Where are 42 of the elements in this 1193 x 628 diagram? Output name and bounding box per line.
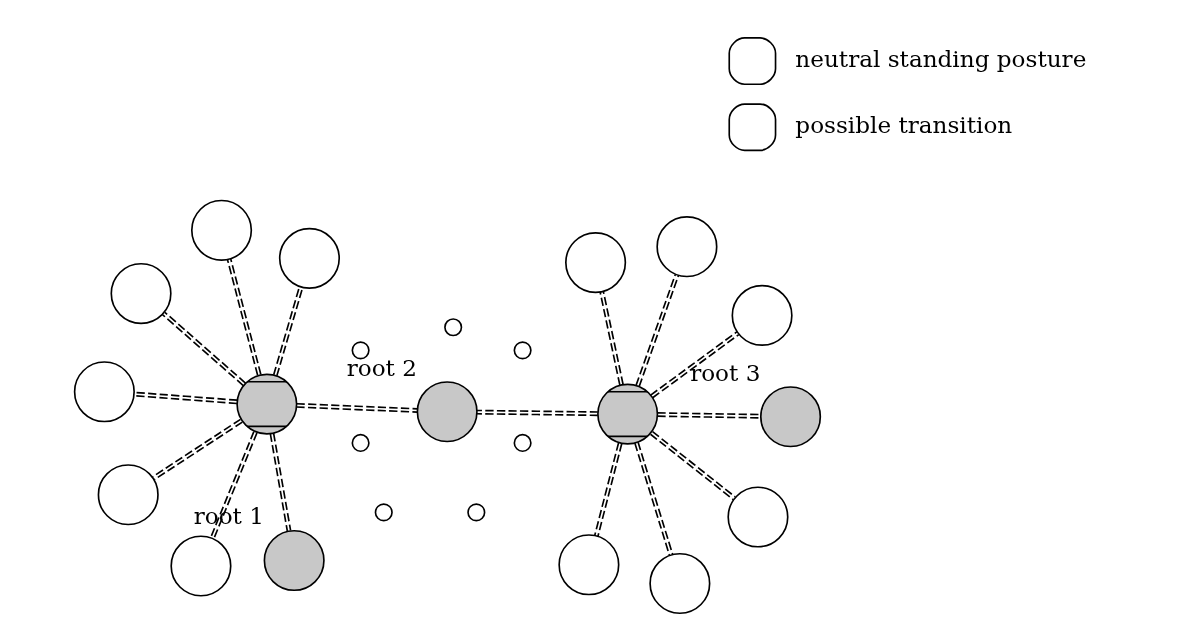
node-circle (97, 464, 159, 526)
connector (269, 432, 291, 532)
node-label: root 2 (346, 354, 417, 381)
node-circle (731, 284, 793, 346)
node-dots (513, 341, 532, 360)
node-circle (416, 381, 478, 443)
node-dots (466, 503, 485, 522)
node-dots (374, 503, 393, 522)
node-circle (564, 232, 626, 294)
node-circle (655, 216, 717, 278)
node-circle (759, 386, 821, 448)
connector (475, 409, 599, 417)
node-circle (73, 361, 135, 423)
node-dots (351, 433, 370, 453)
node-circle (557, 534, 619, 596)
node-dots (351, 341, 370, 360)
legend-label: possible transition (794, 112, 1012, 139)
node-label: root 3 (689, 359, 760, 386)
connector (598, 290, 624, 387)
connector (649, 331, 740, 399)
connector (226, 258, 262, 376)
node-circle (190, 199, 252, 261)
connector (656, 412, 761, 419)
connector (295, 402, 418, 413)
connector (133, 391, 238, 405)
node-circle (278, 227, 340, 289)
node-circle (109, 262, 172, 325)
legend-label: neutral standing posture (794, 46, 1086, 73)
connector (633, 441, 673, 556)
node-circle (648, 552, 710, 615)
connector (634, 273, 679, 388)
connector (649, 430, 736, 501)
node-circle (263, 529, 325, 592)
node-circle (169, 535, 232, 597)
node-dots (443, 318, 462, 337)
node-circle (235, 373, 297, 435)
connector (151, 418, 243, 481)
node-circle (596, 383, 658, 445)
node-dots (513, 433, 532, 453)
connector (593, 441, 623, 538)
connector (161, 311, 246, 387)
node-circle (726, 486, 789, 548)
